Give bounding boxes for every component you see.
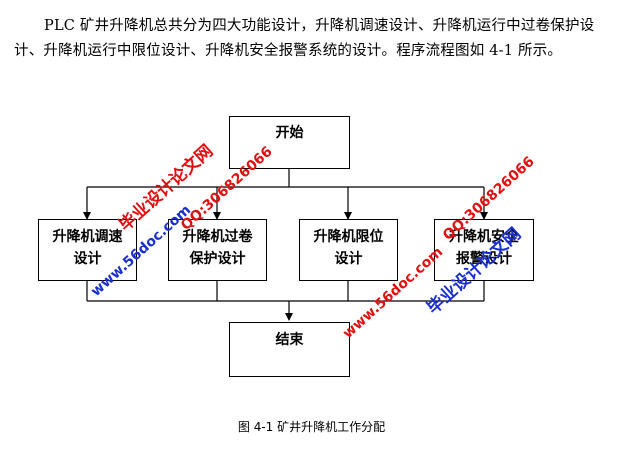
- flow-module-safety-alarm: 升降机安全 报警设计: [434, 219, 534, 281]
- module-4-line-1: 升降机安全: [449, 229, 519, 245]
- figure-caption: 图 4-1 矿井升降机工作分配: [237, 420, 386, 434]
- module-2-line-1: 升降机过卷: [182, 229, 253, 245]
- flow-start-box: 开始: [229, 116, 350, 169]
- flow-module-speed-control: 升降机调速 设计: [38, 219, 137, 281]
- module-4-line-2: 报警设计: [456, 251, 512, 267]
- module-1-line-1: 升降机调速: [52, 229, 123, 245]
- flow-end-box: 结束: [229, 322, 350, 377]
- module-3-line-1: 升降机限位: [313, 229, 384, 245]
- flow-module-overwind-protection: 升降机过卷 保护设计: [168, 219, 267, 281]
- flow-start-label: 开始: [275, 125, 304, 141]
- intro-paragraph: PLC 矿井升降机总共分为四大功能设计，升降机调速设计、升降机运行中过卷保护设计…: [14, 18, 595, 59]
- flow-end-label: 结束: [275, 332, 304, 348]
- flow-module-limit-position: 升降机限位 设计: [299, 219, 398, 281]
- module-2-line-2: 保护设计: [189, 251, 246, 267]
- module-3-line-2: 设计: [334, 251, 363, 267]
- module-1-line-2: 设计: [73, 251, 102, 267]
